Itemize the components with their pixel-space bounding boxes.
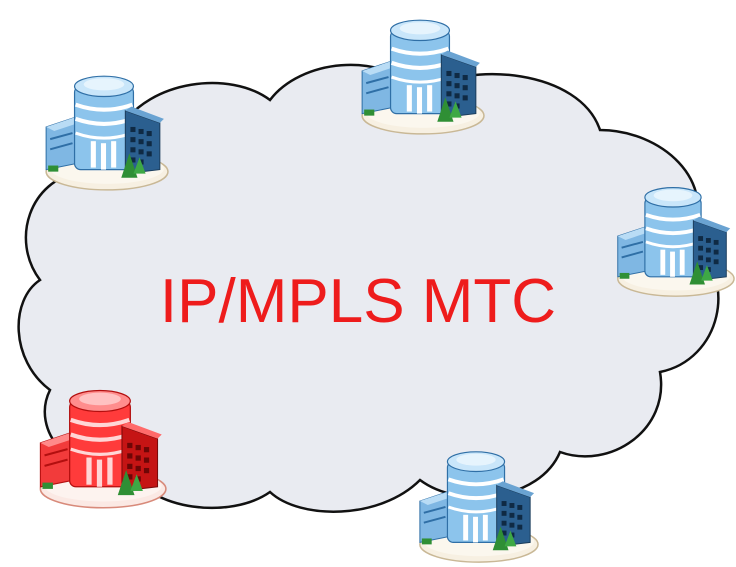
office-building-icon — [46, 76, 168, 190]
site-top-left — [46, 76, 168, 190]
site-top — [362, 20, 484, 134]
office-building-icon — [362, 20, 484, 134]
cloud-title: IP/MPLS MTC — [160, 267, 556, 336]
